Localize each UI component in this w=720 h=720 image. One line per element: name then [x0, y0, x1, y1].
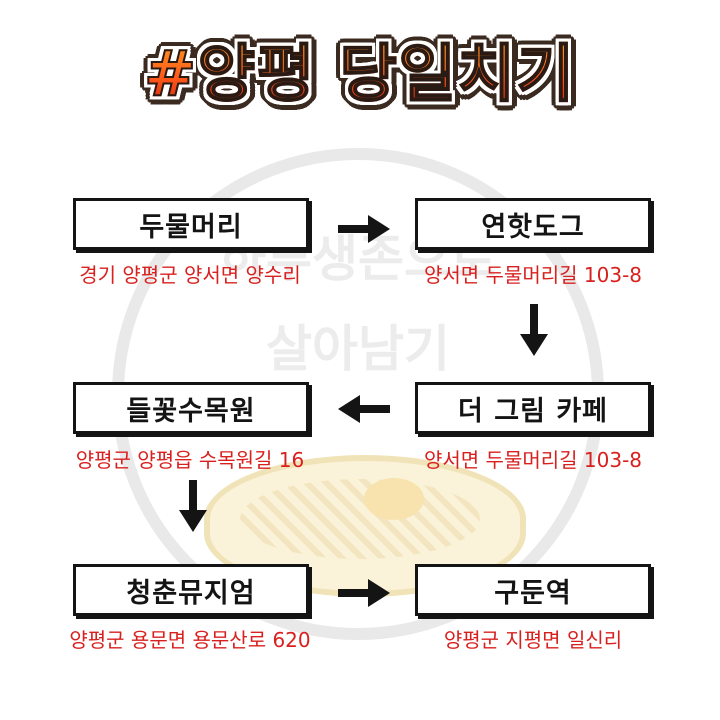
stop-address-2: 양서면 두물머리길 103-8 — [423, 263, 643, 287]
watermark-text-line2: 살아남기 — [266, 320, 450, 378]
stop-address-4: 양평군 양평읍 수목원길 16 — [75, 448, 305, 472]
stop-name-1: 두물머리 — [139, 211, 243, 243]
stop-address-3: 양서면 두물머리길 103-8 — [423, 448, 643, 472]
arrow-down-icon — [520, 304, 548, 356]
stop-box-6: 구둔역 — [415, 564, 651, 616]
stop-address-1: 경기 양평군 양서면 양수리 — [79, 263, 301, 287]
stop-name-6: 구둔역 — [494, 577, 572, 609]
watermark-egg-illustration — [364, 478, 424, 520]
arrow-right-icon — [338, 579, 390, 607]
stop-box-3: 더 그림 카페 — [415, 382, 651, 434]
arrow-right-icon — [338, 215, 390, 243]
stop-address-5: 양평군 용문면 용문산로 620 — [69, 628, 311, 652]
stop-box-2: 연핫도그 — [415, 198, 651, 250]
stop-name-2: 연핫도그 — [481, 211, 585, 243]
stop-name-5: 청춘뮤지엄 — [126, 577, 256, 609]
stop-box-4: 들꽃수목원 — [73, 382, 309, 434]
stop-box-5: 청춘뮤지엄 — [73, 564, 309, 616]
arrow-left-icon — [338, 395, 390, 423]
page-title: #양평 당일치기 — [0, 38, 720, 108]
stop-name-4: 들꽃수목원 — [126, 395, 256, 427]
stop-name-3: 더 그림 카페 — [458, 395, 608, 427]
arrow-down-icon — [179, 480, 207, 532]
stop-address-6: 양평군 지평면 일신리 — [443, 628, 623, 652]
stop-box-1: 두물머리 — [73, 198, 309, 250]
